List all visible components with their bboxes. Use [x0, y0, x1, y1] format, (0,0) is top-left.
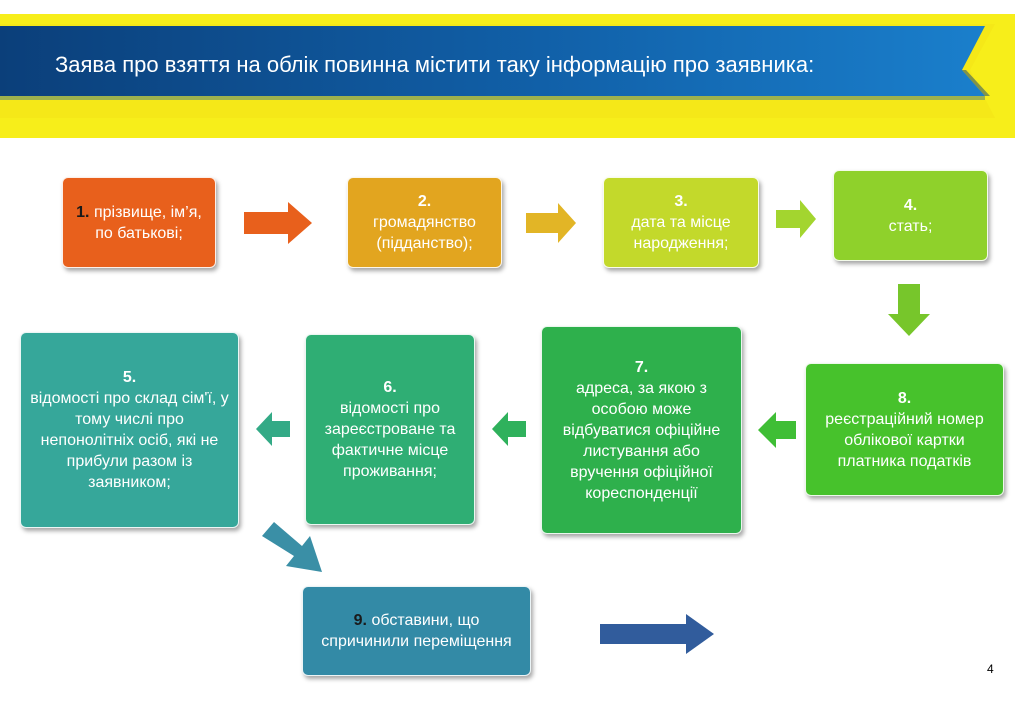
box-9-circumstances: 9. обставини, що спричинили переміщення — [302, 586, 531, 676]
box-number: 3. — [674, 193, 688, 210]
box-number: 7. — [634, 358, 649, 376]
box-1-full-name: 1. прізвище, ім’я, по батькові; — [62, 177, 216, 268]
box-text: стать; — [888, 217, 933, 235]
box-text: відомості про зареєстроване та фактичне … — [324, 400, 456, 480]
page-title: Заява про взяття на облік повинна містит… — [55, 52, 815, 77]
box-number: 5. — [122, 369, 137, 386]
box-2-citizenship: 2. громадянство (підданство); — [347, 177, 502, 268]
box-text: громадянство (підданство); — [373, 214, 476, 252]
box-8-tax-number: 8. реєстраційний номер облікової картки … — [805, 363, 1004, 496]
arrow-right-3-icon — [776, 200, 816, 238]
arrow-diagonal-icon — [262, 522, 322, 572]
box-text: обставини, що спричинили переміщення — [321, 612, 512, 650]
box-6-residence: 6. відомості про зареєстроване та фактич… — [305, 334, 475, 525]
box-number: 6. — [383, 379, 397, 396]
box-7-address: 7. адреса, за якою з особою може відбува… — [541, 326, 742, 534]
box-number: 8. — [897, 389, 912, 407]
arrow-left-1-icon — [758, 412, 796, 448]
title-banner: Заява про взяття на облік повинна містит… — [0, 0, 1023, 140]
box-number: 2. — [417, 193, 432, 210]
arrow-right-2-icon — [526, 203, 576, 243]
box-text: адреса, за якою з особою може відбуватис… — [562, 379, 721, 502]
banner-graphic — [0, 0, 1023, 140]
box-3-birth: 3. дата та місце народження; — [603, 177, 759, 268]
arrow-down-icon — [888, 284, 930, 336]
box-number: 9. — [353, 612, 367, 629]
box-5-family: 5. відомості про склад сім'ї, у тому чис… — [20, 332, 239, 528]
box-text: дата та місце народження; — [631, 214, 731, 252]
page-number: 4 — [987, 662, 994, 676]
arrow-right-1-icon — [244, 202, 312, 244]
arrow-left-3-icon — [256, 412, 290, 446]
box-text: прізвище, ім’я, по батькові; — [93, 203, 202, 242]
box-number: 4. — [903, 196, 918, 214]
box-number: 1. — [76, 203, 90, 221]
box-text: реєстраційний номер облікової картки пла… — [825, 410, 984, 470]
box-4-sex: 4. стать; — [833, 170, 988, 261]
box-text: відомості про склад сім'ї, у тому числі … — [30, 390, 229, 491]
arrow-right-final-icon — [600, 614, 714, 654]
arrow-left-2-icon — [492, 412, 526, 446]
